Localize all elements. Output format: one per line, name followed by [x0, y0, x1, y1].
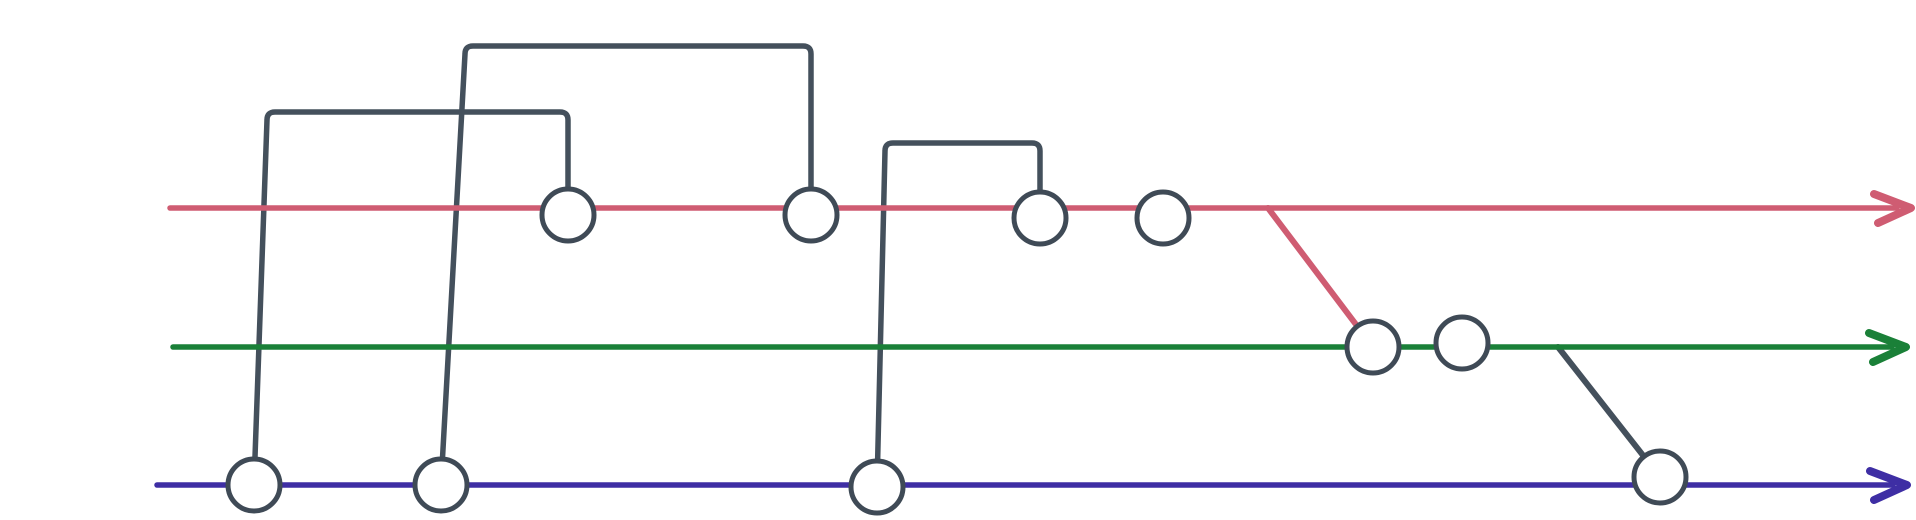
feature-branch-path-feature_becca [438, 43, 814, 488]
branch-arrowhead-dev [1870, 190, 1915, 227]
merge-line-dev-to-8 [1265, 205, 1376, 350]
commit-node-8 [1344, 318, 1402, 376]
commit-node-1 [225, 456, 283, 514]
commit-node-2 [412, 456, 470, 514]
commit-node-5 [848, 458, 906, 516]
commit-node-9 [1433, 314, 1491, 372]
feature-branch-path-feature_carol [874, 140, 1043, 490]
commit-node-10 [1631, 448, 1689, 506]
commit-node-6 [1011, 189, 1069, 247]
commit-node-4 [782, 186, 840, 244]
branch-arrowhead-prod [1866, 467, 1911, 504]
commit-node-3 [539, 186, 597, 244]
feature-branch-path-feature_alex [251, 109, 571, 488]
branch-arrowhead-staging [1865, 329, 1910, 366]
commit-node-7 [1134, 189, 1192, 247]
